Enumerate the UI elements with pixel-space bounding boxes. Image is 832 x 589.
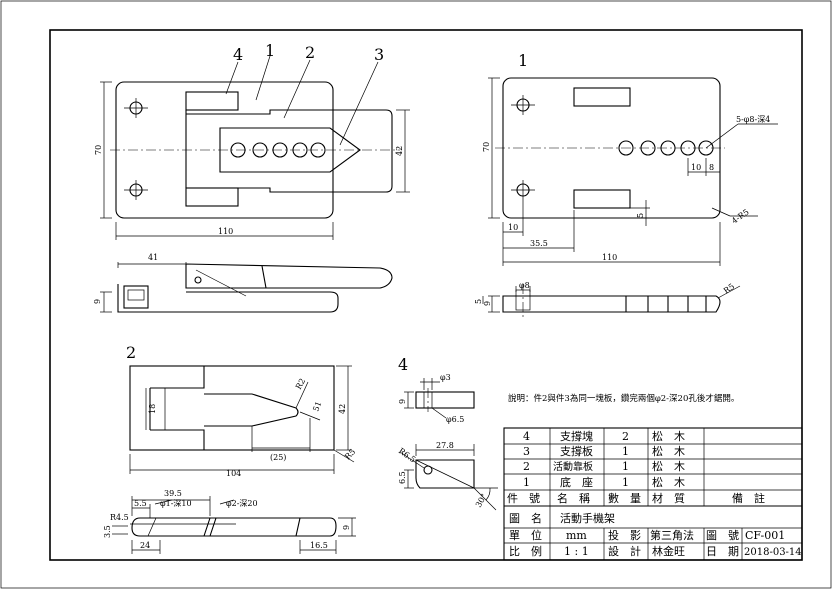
designer-label: 設 計 (608, 544, 641, 558)
dim-p1-5: 5 (636, 213, 645, 218)
part4-label: 4 (398, 355, 408, 374)
header-remark: 備 註 (732, 492, 765, 505)
row3-material: 松 木 (652, 459, 685, 473)
dim-main-side-9: 9 (93, 299, 102, 304)
scale-label: 比 例 (509, 544, 542, 558)
inner-frame (49, 29, 803, 561)
dim-p2-3-5: 3.5 (103, 525, 112, 538)
row3-no: 2 (523, 460, 530, 473)
part2-side-view: 39.5 5.5 φ1-深10 φ2-深20 R4.5 3.5 24 16.5 … (103, 489, 356, 554)
dim-p2-51: 51 (311, 400, 323, 413)
dim-p2-16-5: 16.5 (310, 541, 328, 550)
assembly-top-view (100, 55, 410, 240)
row3-qty: 1 (622, 460, 629, 473)
dim-p2-r5: R5 (343, 447, 357, 461)
dim-p1-10a: 10 (691, 163, 701, 172)
dim-p1-side-5: 5 (474, 299, 483, 304)
dim-p2-hole1: φ1-深10 (160, 499, 192, 508)
row2-material: 松 木 (652, 444, 685, 458)
title-block: 圖 名 活動手機架 單 位 mm 投 影 第三角法 圖 號 CF-001 比 例… (509, 511, 802, 558)
parts-list-table: 4 支撐塊 2 松 木 3 支撐板 1 松 木 2 活動靠板 1 松 木 1 底… (503, 427, 803, 561)
part1-top-view: 1 5-φ8-深4 70 (482, 51, 778, 266)
part2-top-view: 2 18 42 R2 51 (25) 104 R5 (126, 343, 357, 478)
row4-name: 底 座 (560, 475, 593, 489)
dim-p4-27-8: 27.8 (436, 441, 454, 450)
unit-value: mm (566, 529, 587, 542)
row1-material: 松 木 (652, 429, 685, 443)
row4-qty: 1 (622, 476, 629, 489)
dim-p1-110: 110 (602, 253, 617, 262)
part4-views: 4 φ3 9 φ6.5 27.8 R6.5 6.5 30° (397, 355, 498, 511)
dim-p2-24: 24 (140, 541, 150, 550)
part2-label: 2 (126, 343, 136, 362)
part1-label: 1 (518, 51, 528, 70)
callout-3: 3 (374, 45, 384, 64)
dim-p1-side-8: φ8 (519, 281, 530, 290)
row2-name: 支撐板 (560, 444, 593, 458)
drawing-name-label: 圖 名 (509, 511, 542, 525)
dim-p1-side-r: R5 (722, 282, 736, 296)
dim-main-width: 110 (218, 227, 233, 236)
assembly-callout-labels: 4 1 2 3 110 70 42 (94, 41, 404, 236)
drawing-no-label: 圖 號 (706, 529, 739, 542)
callout-4: 4 (233, 45, 243, 64)
dim-p2-9: 9 (342, 525, 351, 530)
row4-material: 松 木 (652, 475, 685, 489)
dim-p2-r2: R2 (294, 377, 307, 391)
dim-p2-25: (25) (270, 453, 286, 462)
header-material: 材 質 (652, 491, 685, 505)
projection-value: 第三角法 (650, 528, 694, 542)
dim-p2-18: 18 (148, 404, 157, 414)
dim-p1-70: 70 (482, 142, 491, 152)
dim-p4-3: φ3 (440, 373, 451, 382)
dim-p2-42: 42 (338, 404, 347, 414)
callout-2: 2 (305, 43, 315, 62)
header-qty: 數 量 (608, 492, 641, 505)
dim-main-side-41: 41 (148, 253, 158, 262)
dim-p1-r: 4-R5 (730, 207, 751, 225)
designer-value: 林金旺 (652, 544, 685, 558)
row4-no: 1 (523, 476, 530, 489)
drawing-no-value: CF-001 (745, 529, 785, 542)
row3-name: 活動靠板 (553, 460, 593, 473)
drawing-name: 活動手機架 (560, 511, 615, 525)
row1-no: 4 (523, 430, 530, 443)
unit-label: 單 位 (509, 528, 542, 542)
scale-value: 1 : 1 (564, 545, 589, 558)
dim-p1-10b: 10 (508, 223, 518, 232)
header-no: 件 號 (507, 492, 540, 505)
date-value: 2018-03-14 (744, 547, 802, 558)
dim-main-height: 70 (94, 145, 103, 155)
dim-p2-39-5: 39.5 (164, 489, 182, 498)
assembly-side-view: 41 9 (93, 253, 393, 313)
row2-qty: 1 (622, 445, 629, 458)
dim-p4-6-5b: 6.5 (398, 471, 407, 484)
header-name: 名 稱 (557, 491, 590, 505)
row1-qty: 2 (622, 430, 629, 443)
dim-p2-hole2: φ2-深20 (226, 499, 258, 508)
dim-p1-8: 8 (709, 163, 714, 172)
dim-p1-side-9: 9 (483, 301, 492, 306)
dim-p2-5-5: 5.5 (134, 499, 147, 508)
row1-name: 支撐塊 (560, 429, 593, 443)
dim-p1-35-5: 35.5 (530, 239, 548, 248)
projection-label: 投 影 (608, 528, 641, 542)
dim-p2-104: 104 (226, 469, 241, 478)
row2-no: 3 (523, 445, 530, 458)
dim-p1-holes: 5-φ8-深4 (736, 115, 770, 124)
part1-side-view: φ8 9 5 R5 (474, 281, 741, 320)
assembly-note: 說明：件2與件3為同一塊板，鑽完兩個φ2-深20孔後才鋸開。 (508, 393, 739, 404)
dim-p4-9: 9 (398, 399, 407, 404)
dim-p2-r45: R4.5 (110, 513, 129, 522)
dim-main-slot: 42 (395, 146, 404, 156)
callout-1: 1 (265, 41, 275, 60)
date-label: 日 期 (706, 545, 739, 558)
dim-p4-6-5: φ6.5 (446, 415, 464, 424)
